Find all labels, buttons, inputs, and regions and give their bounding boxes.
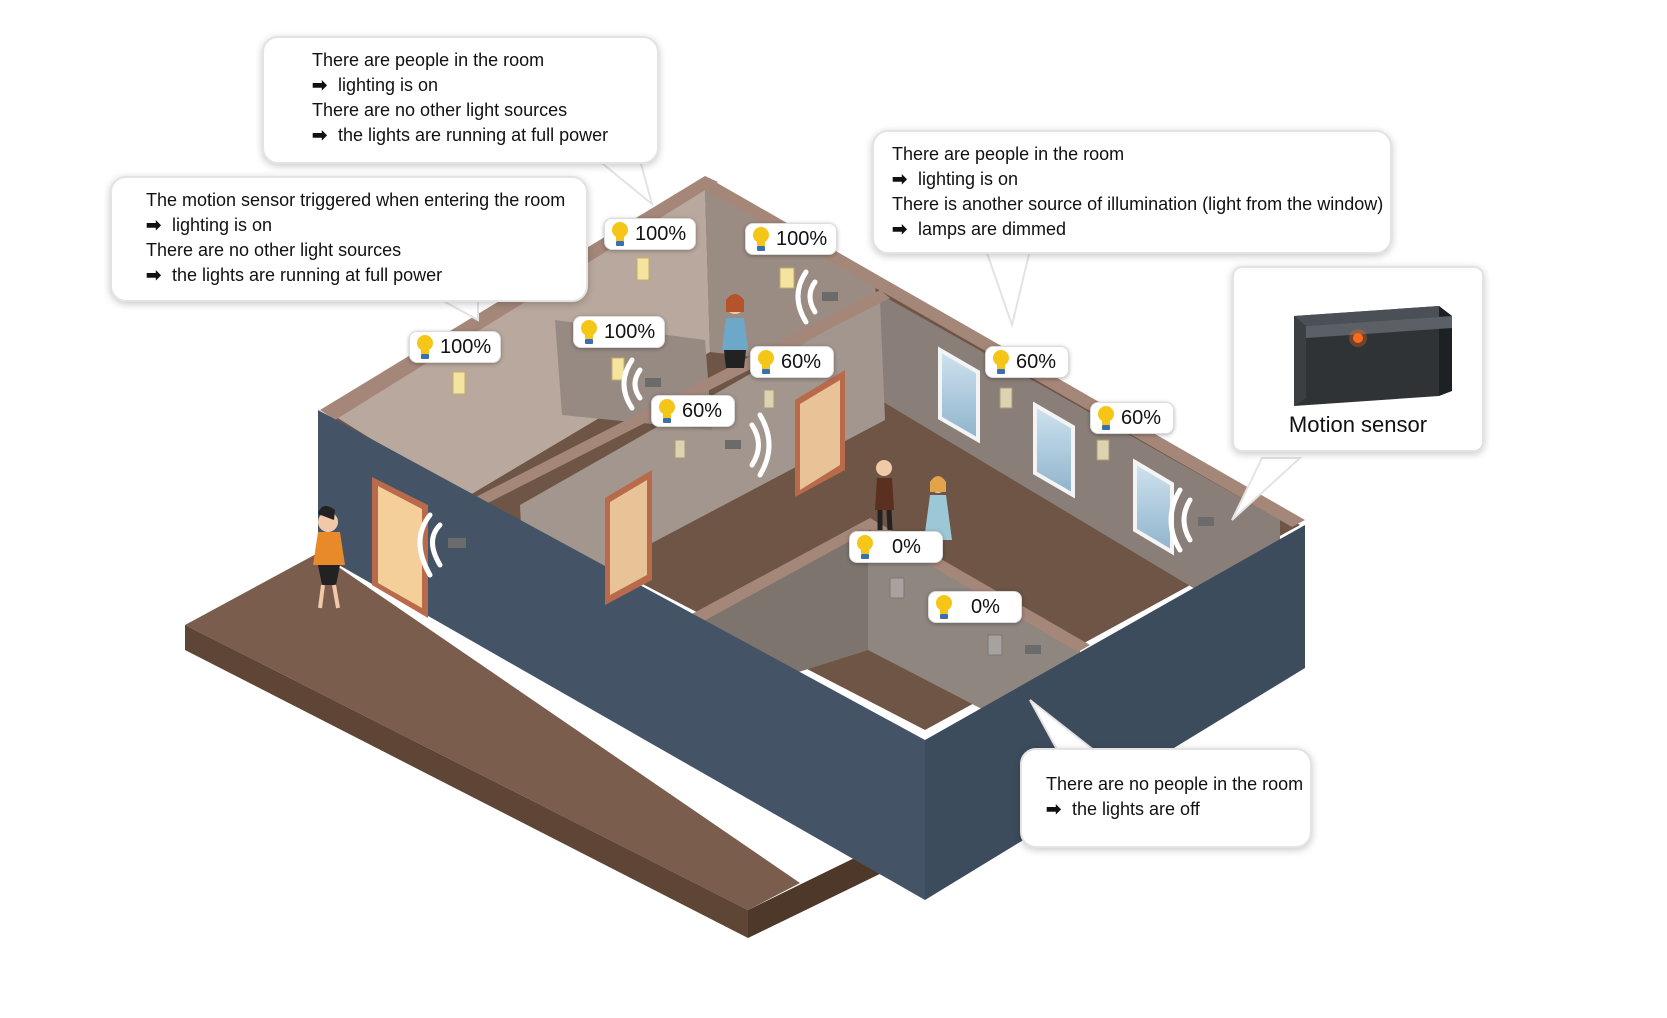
interior-doors <box>605 370 845 605</box>
arrow-right-icon: ➡ <box>146 215 162 235</box>
callout-line: lighting is on <box>918 169 1019 189</box>
callout-line: There are no other light sources <box>146 240 402 260</box>
light-level-value: 100% <box>440 335 492 358</box>
callout-top-left-room: There are people in the room ➡ lighting i… <box>262 36 659 164</box>
light-bulb-icon <box>1098 406 1114 430</box>
light-level-badge: 60% <box>651 395 735 427</box>
arrow-right-icon: ➡ <box>312 125 328 145</box>
light-bulb-icon <box>612 222 628 246</box>
callout-window-room: There are people in the room ➡ lighting i… <box>872 130 1392 254</box>
people <box>313 294 952 609</box>
callout-line: There are people in the room <box>312 50 545 70</box>
light-level-value: 0% <box>892 535 921 558</box>
motion-sensor-image <box>1294 306 1452 406</box>
callout-line: lamps are dimmed <box>918 219 1067 239</box>
light-level-value: 60% <box>1016 350 1057 373</box>
callout-line: the lights are running at full power <box>172 265 443 285</box>
arrow-right-icon: ➡ <box>892 169 908 189</box>
light-level-value: 60% <box>682 399 723 422</box>
callout-line: There is another source of illumination … <box>892 194 1384 214</box>
callout-line: There are people in the room <box>892 144 1125 164</box>
callout-pointers <box>437 159 1303 756</box>
light-bulb-icon <box>857 535 873 559</box>
light-level-badge: 60% <box>750 346 834 378</box>
light-level-badge: 0% <box>849 531 943 563</box>
light-fixtures <box>452 257 1110 656</box>
light-level-value: 60% <box>1121 406 1162 429</box>
light-level-value: 100% <box>635 222 687 245</box>
callout-line: The motion sensor triggered when enterin… <box>146 190 566 210</box>
light-bulb-icon <box>758 350 774 374</box>
callout-line: the lights are running at full power <box>338 125 609 145</box>
arrow-right-icon: ➡ <box>892 219 908 239</box>
light-bulb-icon <box>417 335 433 359</box>
entrance-door <box>372 477 428 618</box>
callout-entrance: The motion sensor triggered when enterin… <box>110 176 588 302</box>
motion-sensor-label: Motion sensor <box>1288 412 1428 437</box>
callout-line: lighting is on <box>172 215 273 235</box>
arrow-right-icon: ➡ <box>1046 799 1062 819</box>
light-bulb-icon <box>993 350 1009 374</box>
arrow-right-icon: ➡ <box>312 75 328 95</box>
light-level-value: 100% <box>604 320 656 343</box>
callout-empty-room: There are no people in the room ➡ the lig… <box>1020 748 1312 848</box>
light-bulb-icon <box>936 595 952 619</box>
light-level-badge: 100% <box>573 316 665 348</box>
sensor-waves <box>417 269 1214 654</box>
light-level-badge: 60% <box>985 346 1069 378</box>
callout-line: There are no other light sources <box>312 100 568 120</box>
light-level-value: 0% <box>971 595 1000 618</box>
light-level-value: 100% <box>776 227 828 250</box>
motion-sensor-card: Motion sensor <box>1232 266 1484 452</box>
callout-line: lighting is on <box>338 75 439 95</box>
light-bulb-icon <box>581 320 597 344</box>
light-level-badge: 100% <box>745 223 837 255</box>
callout-line: There are no people in the room <box>1046 774 1304 794</box>
light-level-badge: 100% <box>604 218 696 250</box>
light-bulb-icon <box>753 227 769 251</box>
light-level-badge: 100% <box>409 331 501 363</box>
light-level-value: 60% <box>781 350 822 373</box>
light-bulb-icon <box>659 399 675 423</box>
callout-line: the lights are off <box>1072 799 1200 819</box>
arrow-right-icon: ➡ <box>146 265 162 285</box>
light-level-badge: 0% <box>928 591 1022 623</box>
windows <box>938 346 1174 556</box>
light-level-badge: 60% <box>1090 402 1174 434</box>
